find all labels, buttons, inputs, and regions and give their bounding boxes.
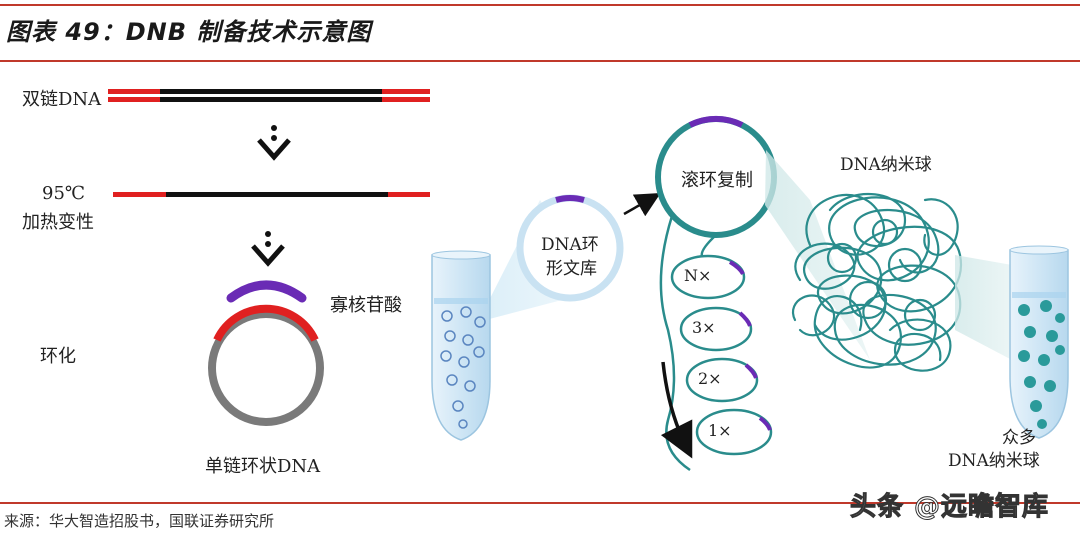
loop-label-1: 1× <box>708 421 732 440</box>
label-rca: 滚环复制 <box>681 170 753 191</box>
label-many-nanoballs: DNA纳米球 <box>948 451 1040 471</box>
loop-label-n: N× <box>684 266 712 285</box>
top-rule <box>0 4 1080 6</box>
source-note: 来源：华大智造招股书，国联证券研究所 <box>4 512 275 530</box>
label-double-strand: 双链DNA <box>22 89 102 110</box>
process-arrow <box>623 193 661 217</box>
label-many: 众多 <box>1002 428 1036 448</box>
loop-markers <box>728 260 772 431</box>
label-single-circle: 单链环状DNA <box>205 456 321 477</box>
double-strand-dna <box>108 89 430 102</box>
label-circularize: 环化 <box>40 346 76 367</box>
loop-label-3: 3× <box>692 318 716 337</box>
label-library-1: DNA环 <box>541 235 599 255</box>
label-nanoball: DNA纳米球 <box>840 155 932 175</box>
dna-nanoball <box>791 192 963 372</box>
test-tube-left <box>431 250 491 441</box>
test-tube-right <box>1009 245 1069 439</box>
label-temperature: 95℃ <box>42 183 86 204</box>
loop-label-2: 2× <box>698 369 722 388</box>
single-strand-dna <box>113 192 430 197</box>
curved-down-arrow-icon <box>660 361 693 459</box>
single-strand-circle <box>208 304 324 426</box>
library-circle <box>516 194 624 302</box>
oligo-arc <box>226 280 307 303</box>
footer-rule <box>0 502 1080 504</box>
zoom-beam <box>765 150 870 360</box>
label-heat-denature: 加热变性 <box>22 212 94 233</box>
label-library-2: 形文库 <box>546 259 597 279</box>
label-oligo: 寡核苷酸 <box>330 295 402 316</box>
figure-title: 图表 49：DNB 制备技术示意图 <box>6 18 372 46</box>
down-arrow-icon <box>251 231 285 267</box>
zoom-beam <box>955 255 1012 360</box>
watermark-text: 头条 @远瞻智库 <box>849 492 1050 523</box>
title-underline <box>0 60 1080 62</box>
down-arrow-icon <box>257 125 291 161</box>
